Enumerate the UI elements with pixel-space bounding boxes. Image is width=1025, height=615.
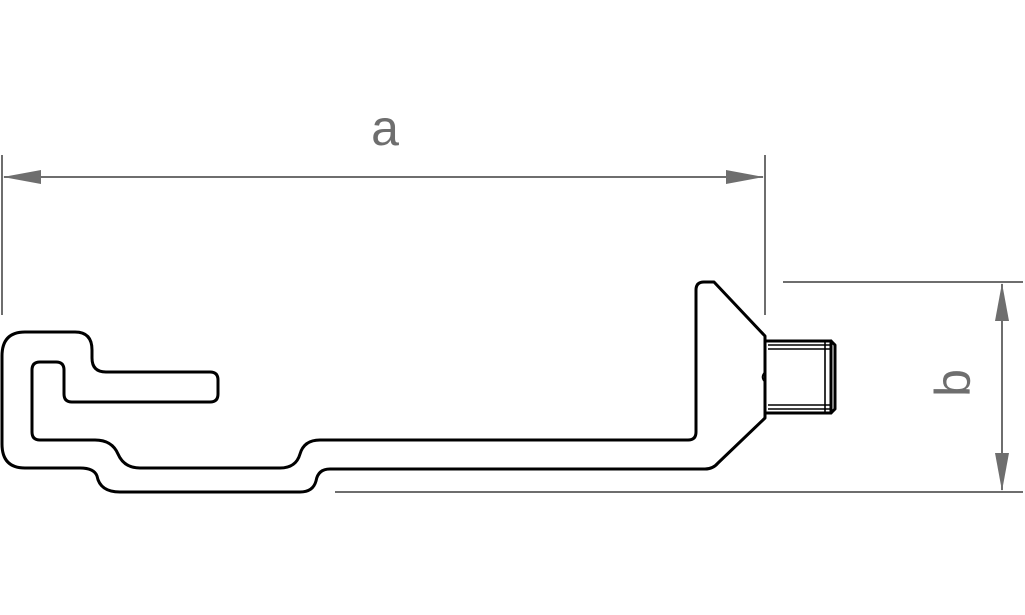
dimension-a: a <box>1 100 766 315</box>
bolt-body <box>763 339 833 415</box>
bolt-tip <box>829 339 837 415</box>
dimension-b-arrow-bottom <box>995 453 1009 491</box>
dimension-b-arrow-top <box>995 283 1009 321</box>
threaded-bolt <box>761 339 837 415</box>
bolt-root-mark <box>761 371 766 383</box>
dimension-b-label: b <box>925 369 981 397</box>
dimension-b: b <box>335 281 1023 493</box>
dimension-a-label: a <box>371 100 399 156</box>
clamp-outer-outline <box>0 280 767 494</box>
clamp-profile <box>0 280 837 494</box>
dimension-a-arrow-right <box>726 170 764 184</box>
dimension-a-arrow-left <box>3 170 41 184</box>
